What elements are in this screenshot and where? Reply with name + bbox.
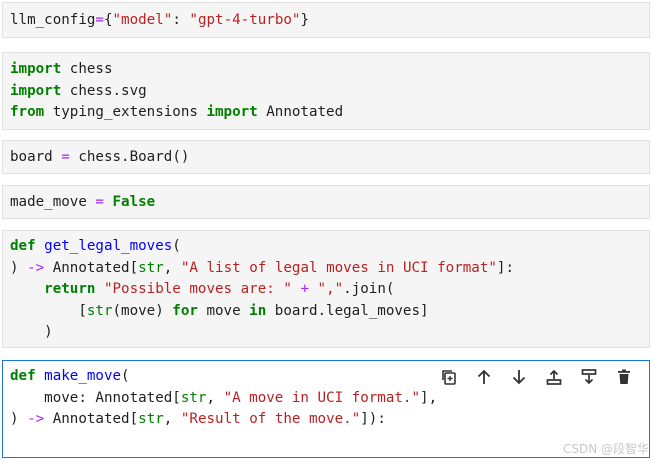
code-board: board = chess.Board() bbox=[10, 149, 190, 165]
cell-toolbar bbox=[438, 366, 635, 388]
code-imports: import chess import chess.svg from typin… bbox=[10, 61, 344, 120]
code-make-move[interactable]: def make_move( move: Annotated[str, "A m… bbox=[10, 368, 438, 427]
code-cell-imports[interactable]: import chess import chess.svg from typin… bbox=[2, 52, 650, 130]
duplicate-icon[interactable] bbox=[438, 366, 460, 388]
move-up-icon[interactable] bbox=[473, 366, 495, 388]
watermark: CSDN @段智华 bbox=[562, 442, 649, 456]
code-cell-made-move[interactable]: made_move = False bbox=[2, 185, 650, 219]
code-cell-make-move[interactable]: def make_move( move: Annotated[str, "A m… bbox=[2, 360, 650, 458]
code-cell-board[interactable]: board = chess.Board() bbox=[2, 140, 650, 174]
insert-above-icon[interactable] bbox=[543, 366, 565, 388]
code-cell-llm-config[interactable]: llm_config={"model": "gpt-4-turbo"} bbox=[2, 2, 650, 38]
move-down-icon[interactable] bbox=[508, 366, 530, 388]
code-llm-config: llm_config={"model": "gpt-4-turbo"} bbox=[10, 12, 309, 28]
code-get-legal-moves: def get_legal_moves( ) -> Annotated[str,… bbox=[10, 238, 515, 340]
insert-below-icon[interactable] bbox=[578, 366, 600, 388]
delete-icon[interactable] bbox=[613, 366, 635, 388]
code-made-move: made_move = False bbox=[10, 194, 156, 210]
code-cell-get-legal-moves[interactable]: def get_legal_moves( ) -> Annotated[str,… bbox=[2, 230, 650, 348]
